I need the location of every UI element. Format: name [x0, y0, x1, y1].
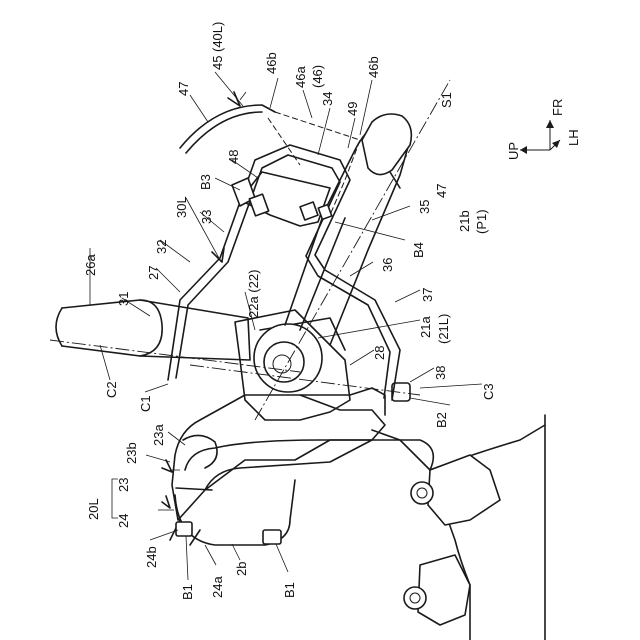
- label-32: 32: [154, 240, 169, 254]
- label-b3: B3: [198, 174, 213, 190]
- label-c1: C1: [138, 395, 153, 412]
- label-24b: 24b: [144, 546, 159, 568]
- label-36: 36: [380, 258, 395, 272]
- label-c2: C2: [104, 381, 119, 398]
- bent-pipe: [175, 440, 433, 545]
- label-47-right: 47: [434, 184, 449, 198]
- label-49: 49: [345, 102, 360, 116]
- label-2b: 2b: [234, 562, 249, 576]
- label-24a: 24a: [210, 576, 225, 598]
- arrow-45: [228, 92, 240, 106]
- label-s1: S1: [439, 92, 454, 108]
- label-22a: 22a (22): [246, 270, 261, 318]
- label-40l: (40L): [210, 22, 225, 52]
- arrow-up-icon: [520, 146, 527, 154]
- label-30l: 30L: [174, 196, 189, 218]
- holder-body: [140, 300, 250, 360]
- label-23: 23: [116, 478, 131, 492]
- label-46a: 46a: [293, 66, 308, 88]
- clamp-bolt-lower: [404, 587, 426, 609]
- label-b4: B4: [411, 242, 426, 258]
- bolt-b1-left: [176, 522, 192, 536]
- label-24: 24: [116, 514, 131, 528]
- switch-housing: [172, 395, 385, 520]
- clamp-bolt-upper: [411, 482, 433, 504]
- label-b2: B2: [434, 412, 449, 428]
- label-p1: (P1): [474, 209, 489, 234]
- label-c3: C3: [481, 383, 496, 400]
- direction-indicator: UP FR LH: [506, 99, 581, 160]
- label-23a: 23a: [151, 424, 166, 446]
- label-26a: 26a: [83, 254, 98, 276]
- reservoir-inner-line: [300, 218, 345, 330]
- label-21b: 21b: [457, 210, 472, 232]
- label-38: 38: [433, 366, 448, 380]
- label-21l: (21L): [436, 314, 451, 344]
- reservoir-cap-inner: [264, 342, 304, 382]
- label-fr: FR: [550, 99, 565, 116]
- label-34: 34: [320, 92, 335, 106]
- label-21a: 21a: [418, 316, 433, 338]
- arrow-23: [162, 460, 172, 472]
- label-46b-top: 46b: [264, 52, 279, 74]
- label-28: 28: [372, 346, 387, 360]
- outline-47-arc-inner: [186, 112, 262, 153]
- label-47-top: 47: [176, 82, 191, 96]
- bolt-b1-right: [263, 530, 281, 544]
- label-46b-right: 46b: [366, 56, 381, 78]
- label-up: UP: [506, 142, 521, 160]
- frame-edge: [372, 430, 430, 470]
- label-lh: LH: [566, 129, 581, 146]
- label-20l: 20L: [86, 498, 101, 520]
- label-b1-right: B1: [282, 582, 297, 598]
- clamp-upper: [428, 455, 500, 525]
- label-37: 37: [420, 288, 435, 302]
- label-33: 33: [199, 210, 214, 224]
- label-45: 45: [210, 56, 225, 70]
- reservoir-end-cap: [362, 114, 411, 175]
- label-23b: 23b: [124, 442, 139, 464]
- label-46: (46): [310, 65, 325, 88]
- arrow-24: [162, 496, 170, 508]
- label-27: 27: [146, 266, 161, 280]
- handlebar-end: [56, 308, 62, 346]
- label-31: 31: [116, 292, 131, 306]
- bolt-b4: [300, 202, 318, 220]
- label-35: 35: [417, 200, 432, 214]
- outline-46-side: [268, 118, 300, 165]
- arrow-fr-icon: [546, 120, 554, 128]
- label-b1-left: B1: [180, 584, 195, 600]
- bolt-b3-head: [249, 194, 268, 216]
- label-48: 48: [226, 150, 241, 164]
